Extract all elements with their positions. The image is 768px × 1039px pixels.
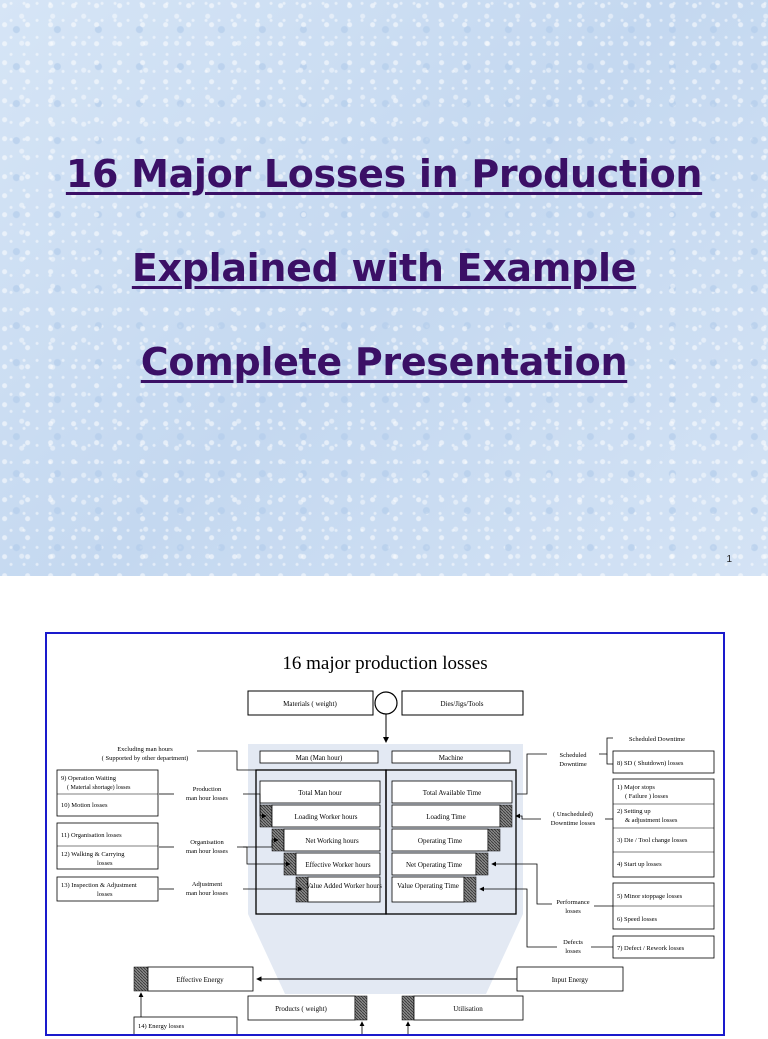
slide-number: 1	[726, 554, 732, 565]
machine-step: Operating Time	[418, 837, 462, 845]
man-step: Loading Worker hours	[294, 813, 357, 821]
loss-box-13	[56, 876, 159, 902]
man-step-box	[259, 780, 381, 804]
adjustment-note-sub: man hour losses	[186, 890, 228, 897]
diagram-slide: 16 major production losses Materials ( w…	[45, 632, 725, 1038]
man-header: Man (Man hour)	[296, 754, 343, 762]
loss-4: 4) Start up losses	[617, 861, 662, 868]
loss-3: 3) Die / Tool change losses	[617, 837, 688, 844]
loss-hatch	[133, 966, 149, 992]
products-box	[247, 995, 356, 1021]
loss-10: 10) Motion losses	[61, 802, 108, 809]
utilisation-box	[413, 995, 524, 1021]
performance-note-sub: losses	[565, 908, 581, 915]
input-energy-box	[516, 966, 624, 992]
machine-panel	[385, 769, 517, 915]
loss-1: 1) Major stops	[617, 784, 655, 791]
materials-label: Materials ( weight)	[283, 700, 337, 708]
scheduled-note-sub: Downtime	[559, 761, 587, 768]
machine-step-box	[391, 876, 465, 903]
loss-box-7	[612, 935, 715, 959]
machine-step: Total Available Time	[423, 789, 482, 797]
machine-header-box	[391, 750, 511, 764]
defects-note: Defects	[563, 939, 583, 946]
loss-14: 14) Energy losses	[138, 1023, 185, 1030]
loss-hatch	[487, 828, 501, 852]
production-note: Production	[193, 786, 222, 793]
machine-step: Value Operating Time	[397, 882, 459, 890]
title-line-1: 16 Major Losses in Production	[65, 152, 703, 196]
scheduled-note: Scheduled	[559, 752, 587, 759]
loss-2: 2) Setting up	[617, 808, 651, 815]
man-step: Total Man hour	[298, 789, 342, 797]
machine-step: Net Operating Time	[406, 861, 462, 869]
loss-2-sub: & adjustment losses	[625, 817, 678, 824]
excluding-note-sub: ( Supported by other department)	[102, 755, 189, 762]
loss-hatch	[463, 876, 477, 903]
title-line-3: Complete Presentation	[140, 340, 628, 384]
unscheduled-note: ( Unscheduled)	[553, 811, 593, 818]
loss-9: 9) Operation Waiting	[61, 775, 117, 782]
production-losses-diagram: 16 major production losses Materials ( w…	[56, 653, 715, 1038]
man-header-box	[259, 750, 379, 764]
process-circle	[374, 691, 398, 715]
materials-box	[247, 690, 374, 716]
diagram-heading: 16 major production losses	[282, 653, 487, 674]
dies-label: Dies/Jigs/Tools	[440, 700, 483, 708]
effective-energy-box	[147, 966, 254, 992]
man-step-box	[283, 828, 381, 852]
scheduled-downtime-label: Scheduled Downtime	[629, 736, 685, 743]
man-step-box	[271, 804, 381, 828]
machine-step-box	[391, 780, 513, 804]
loss-hatch	[475, 852, 489, 876]
loss-hatch	[354, 995, 368, 1021]
loss-11: 11) Organisation losses	[61, 832, 122, 839]
loss-box-8	[612, 750, 715, 774]
title-line-2: Explained with Example	[131, 246, 637, 290]
loss-5: 5) Minor stoppage losses	[617, 893, 683, 900]
production-note-sub: man hour losses	[186, 795, 228, 802]
title-slide: 16 Major Losses in Production Explained …	[0, 0, 768, 576]
products-label: Products ( weight)	[275, 1005, 327, 1013]
machine-step: Loading Time	[426, 813, 465, 821]
man-step: Net Working hours	[305, 837, 359, 845]
loss-13-sub: losses	[97, 891, 113, 898]
input-energy-label: Input Energy	[552, 976, 589, 984]
performance-note: Performance	[556, 899, 589, 906]
organisation-note-sub: man hour losses	[186, 848, 228, 855]
adjustment-note: Adjustment	[192, 881, 223, 888]
loss-13: 13) Inspection & Adjustment	[61, 882, 137, 889]
excluding-note: Excluding man hours	[117, 746, 173, 753]
machine-header: Machine	[439, 754, 464, 762]
loss-hatch	[401, 995, 415, 1021]
unscheduled-note-sub: Downtime losses	[551, 820, 596, 827]
loss-12: 12) Walking & Carrying	[61, 851, 125, 858]
defects-note-sub: losses	[565, 948, 581, 955]
loss-hatch	[499, 804, 513, 828]
loss-1-sub: ( Failure ) losses	[625, 793, 669, 800]
man-step: Effective Worker hours	[305, 861, 371, 869]
utilisation-label: Utilisation	[453, 1005, 483, 1013]
loss-9-sub: ( Material shortage) losses	[67, 784, 131, 791]
man-step-box	[295, 852, 381, 876]
dies-box	[401, 690, 524, 716]
loss-7: 7) Defect / Rework losses	[617, 945, 685, 952]
loss-12-sub: losses	[97, 860, 113, 867]
loss-6: 6) Speed losses	[617, 916, 658, 923]
loss-8: 8) SD ( Shutdown) losses	[617, 760, 684, 767]
organisation-note: Organisation	[190, 839, 224, 846]
man-step-box	[307, 876, 381, 903]
effective-energy-label: Effective Energy	[176, 976, 224, 984]
loss-box-9-10	[56, 769, 159, 817]
man-step: Value Added Worker hours	[306, 882, 382, 890]
